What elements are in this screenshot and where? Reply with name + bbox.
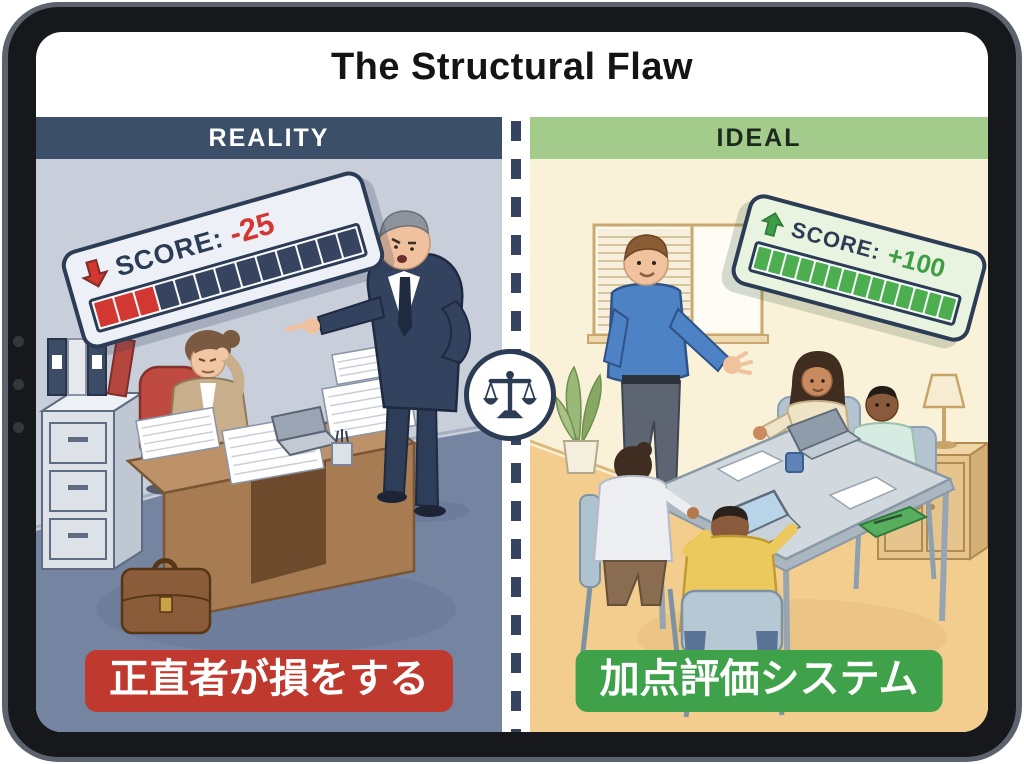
up-arrow-icon (758, 208, 788, 239)
reality-panel: SCORE: -25 正直者が損をする (36, 159, 502, 732)
page-title: The Structural Flaw (330, 46, 694, 88)
reality-header: REALITY (36, 117, 502, 159)
binders (47, 337, 136, 398)
score-value: -25 (225, 205, 279, 252)
ideal-header-label: IDEAL (716, 123, 802, 152)
down-arrow-icon (77, 256, 112, 293)
caption-badge-positive: 加点評価システム (575, 650, 943, 712)
camera-dot (13, 422, 24, 433)
ideal-header: IDEAL (530, 117, 988, 159)
floor-lamp (922, 373, 966, 449)
teammate-laptop-man (678, 505, 798, 718)
balance-scale-badge (464, 349, 556, 441)
scoreboard-positive: SCORE: +100 (728, 190, 988, 346)
teammate-notetaker-woman (579, 442, 699, 664)
pen-cup (331, 429, 353, 466)
tablet-screen: The Structural Flaw REALITY IDEAL (36, 32, 988, 732)
camera-dot (13, 336, 24, 347)
balance-scale-icon (482, 370, 538, 419)
scoreboard-negative: SCORE: -25 (58, 167, 388, 353)
table-items (705, 407, 929, 593)
caption-badge-negative: 正直者が損をする (85, 650, 453, 712)
ideal-panel: SCORE: +100 加点評価システム (530, 159, 988, 732)
filing-cabinet (38, 391, 146, 571)
reality-header-label: REALITY (208, 123, 330, 152)
camera-dot (13, 379, 24, 390)
briefcase (120, 558, 212, 635)
angry-manager (285, 210, 472, 517)
potted-plant (555, 365, 602, 474)
